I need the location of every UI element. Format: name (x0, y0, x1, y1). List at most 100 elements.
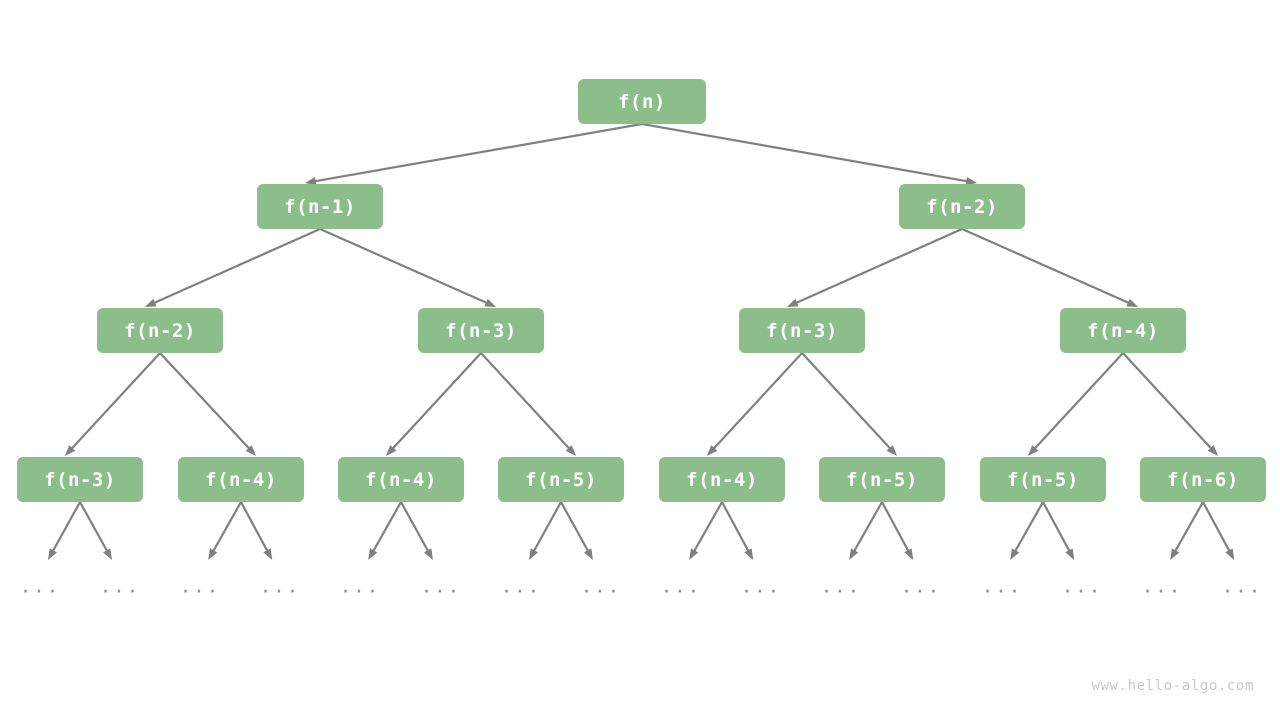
edge-n4-n10-line (479, 351, 572, 451)
leaf-edge-e9-line (692, 500, 724, 554)
tree-node-n11[interactable]: f(n-4) (659, 457, 785, 502)
edge-n1-n4-arrowhead (484, 298, 497, 307)
tree-node-n1[interactable]: f(n-1) (257, 184, 383, 229)
tree-node-n14[interactable]: f(n-6) (1140, 457, 1266, 502)
leaf-edge-e2-arrowhead (103, 548, 112, 560)
ellipsis-marker: ... (340, 576, 380, 598)
node-label: f(n-5) (846, 469, 918, 491)
tree-node-n4[interactable]: f(n-3) (418, 308, 544, 353)
leaf-edge-e10-arrowhead (744, 548, 754, 560)
edge-n2-n6-arrowhead (1126, 298, 1139, 307)
ellipsis-marker: ... (1062, 576, 1102, 598)
edge-n3-n7-line (69, 351, 162, 451)
leaf-edge-e14-line (1041, 500, 1072, 554)
edge-n5-n11-line (711, 351, 804, 451)
node-layer: f(n) f(n-1) f(n-2) f(n-2) f(n-3) f(n-3) f(n-4)… (17, 79, 1266, 502)
edge-n6-n14-line (1121, 351, 1214, 451)
leaf-edge-e11-line (852, 500, 884, 554)
leaf-edge-e13-arrowhead (1010, 548, 1020, 560)
edge-n5-n12-arrowhead (886, 445, 898, 456)
ellipsis-marker: ... (661, 576, 701, 598)
edge-n6-n13-line (1032, 351, 1125, 451)
tree-node-n0[interactable]: f(n) (578, 79, 706, 124)
leaf-edge-e8-arrowhead (584, 548, 593, 560)
node-label: f(n-4) (365, 469, 437, 491)
leaf-edge-e11-arrowhead (849, 548, 859, 560)
node-label: f(n-4) (1087, 320, 1159, 342)
tree-node-n7[interactable]: f(n-3) (17, 457, 143, 502)
edge-n4-n9-arrowhead (385, 445, 397, 456)
node-label: f(n-1) (284, 196, 356, 218)
node-label: f(n) (618, 91, 666, 113)
edge-n0-n2-line (640, 122, 970, 183)
leaf-edge-e5-arrowhead (368, 548, 378, 560)
ellipsis-marker: ... (901, 576, 941, 598)
node-background (17, 457, 143, 502)
leaf-edge-e7-arrowhead (529, 548, 538, 560)
edge-n2-n5-arrowhead (786, 298, 799, 307)
leaf-edge-e3-arrowhead (208, 548, 218, 560)
leaf-edge-e16-line (1201, 500, 1232, 554)
node-background (257, 184, 383, 229)
leaf-edge-e2-line (78, 500, 109, 554)
edge-n3-n8-arrowhead (245, 445, 257, 456)
leaf-edge-e13-line (1013, 500, 1045, 554)
ellipsis-marker: ... (421, 576, 461, 598)
ellipsis-marker: ... (1142, 576, 1182, 598)
leaf-edge-e12-line (880, 500, 911, 554)
ellipsis-marker: ... (20, 576, 60, 598)
node-label: f(n-3) (766, 320, 838, 342)
edge-n5-n12-line (800, 351, 893, 451)
leaf-edge-e6-line (399, 500, 430, 554)
ellipsis-marker: ... (741, 576, 781, 598)
ellipsis-marker: ... (581, 576, 621, 598)
node-background (819, 457, 945, 502)
tree-node-n12[interactable]: f(n-5) (819, 457, 945, 502)
node-label: f(n-5) (525, 469, 597, 491)
edge-n0-n1-arrowhead (304, 176, 317, 186)
ellipsis-marker: ... (821, 576, 861, 598)
edge-n0-n2-arrowhead (965, 176, 978, 186)
node-background (338, 457, 464, 502)
edge-n3-n8-line (158, 351, 252, 451)
leaf-edge-e4-line (239, 500, 270, 554)
ellipsis-marker: ... (1222, 576, 1262, 598)
node-background (578, 79, 706, 124)
tree-node-n6[interactable]: f(n-4) (1060, 308, 1186, 353)
ellipsis-marker: ... (180, 576, 220, 598)
leaf-edge-layer (48, 500, 1235, 560)
ellipsis-marker: ... (982, 576, 1022, 598)
node-background (980, 457, 1106, 502)
tree-node-n8[interactable]: f(n-4) (178, 457, 304, 502)
edge-n1-n3-arrowhead (144, 298, 157, 307)
ellipsis-marker: ... (260, 576, 300, 598)
leaf-edge-e7-line (532, 500, 563, 554)
node-background (899, 184, 1025, 229)
ellipsis-marker: ... (501, 576, 541, 598)
tree-node-n3[interactable]: f(n-2) (97, 308, 223, 353)
tree-node-n2[interactable]: f(n-2) (899, 184, 1025, 229)
node-label: f(n-6) (1167, 469, 1239, 491)
tree-node-n13[interactable]: f(n-5) (980, 457, 1106, 502)
node-background (418, 308, 544, 353)
node-background (498, 457, 624, 502)
leaf-edge-e1-line (51, 500, 82, 554)
leaf-edge-e16-arrowhead (1225, 548, 1235, 560)
leaf-edge-e1-arrowhead (48, 548, 57, 560)
node-background (659, 457, 785, 502)
edge-n5-n11-arrowhead (706, 445, 718, 456)
watermark-label: www.hello-algo.com (1091, 678, 1254, 694)
edge-n4-n9-line (390, 351, 483, 451)
ellipsis-layer: ........................................… (20, 576, 1262, 598)
node-label: f(n-3) (44, 469, 116, 491)
node-background (97, 308, 223, 353)
tree-node-n9[interactable]: f(n-4) (338, 457, 464, 502)
leaf-edge-e9-arrowhead (689, 548, 699, 560)
edge-n3-n7-arrowhead (64, 445, 76, 456)
tree-node-n5[interactable]: f(n-3) (739, 308, 865, 353)
node-background (739, 308, 865, 353)
node-label: f(n-5) (1007, 469, 1079, 491)
tree-node-n10[interactable]: f(n-5) (498, 457, 624, 502)
